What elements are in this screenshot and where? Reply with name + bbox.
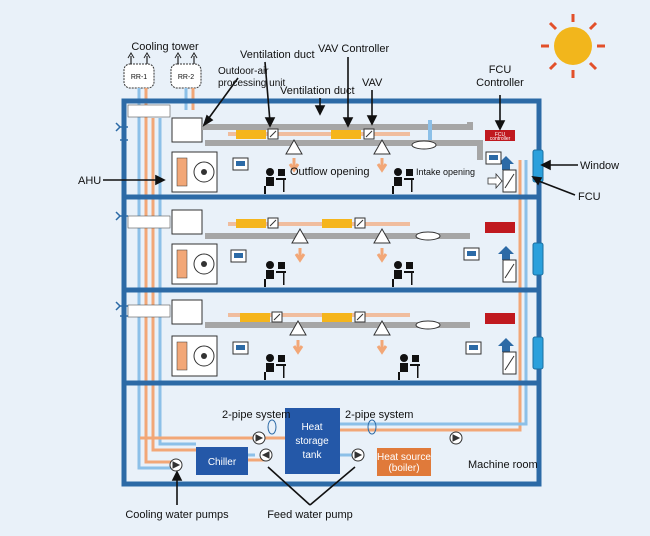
diffuser-icon <box>373 227 391 244</box>
outdoor-air-label-1: Outdoor-air <box>218 66 269 77</box>
ventilation-duct-upper <box>202 122 473 130</box>
outdoor-air-intake <box>127 215 171 229</box>
fcu-controller-label-2: Controller <box>476 77 524 89</box>
diffuser-icon <box>289 319 307 336</box>
diffuser-icon <box>373 138 391 155</box>
down-arrow-icon <box>376 340 388 355</box>
intake-opening-label: Intake opening <box>416 167 475 177</box>
ahu-unit <box>171 335 218 377</box>
diffuser-icon <box>373 319 391 336</box>
heat-source-box <box>377 448 431 476</box>
outdoor-air-intake <box>127 104 171 118</box>
pump-icon <box>169 458 183 472</box>
intake-opening <box>411 140 437 150</box>
down-arrow-icon <box>292 340 304 355</box>
floor-3 <box>115 299 517 380</box>
ahu-label: AHU <box>78 175 101 187</box>
fcu-controller-box <box>485 222 515 233</box>
person-at-desk-icon <box>264 261 286 287</box>
window-label: Window <box>580 160 619 172</box>
intake-arrow-icon <box>115 122 128 132</box>
fcu-box-label: FCU <box>495 132 506 138</box>
callout-arrows <box>103 57 578 506</box>
fcu-controller-box <box>485 313 515 324</box>
person-at-desk-icon <box>392 168 414 194</box>
pump-icon <box>252 431 266 445</box>
ventilation-duct-label-1: Ventilation duct <box>240 49 315 61</box>
heat-storage-tank <box>285 408 340 474</box>
outdoor-air-intake <box>127 304 171 318</box>
vav-controller-box <box>322 313 352 322</box>
up-arrow-icon <box>498 246 514 260</box>
vav-controller-box <box>240 313 270 322</box>
floor-2 <box>115 209 517 287</box>
heat-source-line-2: (boiler) <box>388 463 419 474</box>
building-frame <box>121 98 542 487</box>
windows <box>532 149 544 370</box>
outdoor-air-unit-box <box>171 209 203 235</box>
window-floor-2 <box>532 242 544 276</box>
floor-1: FCU controller <box>115 104 517 194</box>
machine-room: Heat storage tank Chiller Heat source (b… <box>169 408 463 476</box>
feed-water-pump-label: Feed water pump <box>267 509 353 521</box>
outflow-opening-label: Outflow opening <box>290 166 370 178</box>
fcu-controller-box <box>485 130 515 141</box>
pipe-loop-icon <box>267 419 277 435</box>
heat-source-line-1: Heat source <box>377 452 431 463</box>
two-pipe-label-right: 2-pipe system <box>345 409 413 421</box>
intake-arrow-icon <box>115 211 128 221</box>
ahu-unit <box>171 151 218 193</box>
intake-arrow-icon <box>115 301 128 311</box>
vav-controller-box <box>331 130 361 139</box>
right-arrow-icon <box>487 172 503 190</box>
outdoor-air-unit-box <box>171 117 203 143</box>
ventilation-duct-lower <box>205 140 483 160</box>
vav-controller-box <box>236 219 266 228</box>
vav-controller-box <box>236 130 266 139</box>
up-arrow-icon <box>498 338 514 352</box>
pipe-loop-icon <box>367 419 377 435</box>
down-arrow-icon <box>376 158 388 173</box>
rr2-label: RR-2 <box>178 74 194 81</box>
vav-label: VAV <box>362 77 383 89</box>
vav-controller-label: VAV Controller <box>318 43 389 55</box>
person-at-desk-icon <box>392 261 414 287</box>
person-at-desk-icon <box>264 168 286 194</box>
machine-room-label: Machine room <box>468 459 538 471</box>
sun-icon <box>541 14 605 78</box>
chiller-label: Chiller <box>208 457 237 468</box>
down-arrow-icon <box>288 158 300 173</box>
diffuser-icon <box>291 227 309 244</box>
intake-opening <box>415 231 441 241</box>
diffuser-icon <box>285 138 303 155</box>
ventilation-duct-label-2: Ventilation duct <box>280 85 355 97</box>
chiller-box <box>196 447 248 475</box>
outdoor-air-label-2: processing unit <box>218 78 285 89</box>
up-arrow-icon <box>498 156 514 170</box>
down-arrow-icon <box>294 248 306 263</box>
vav-controller-box <box>322 219 352 228</box>
person-at-desk-icon <box>398 354 420 380</box>
ahu-unit <box>171 243 218 285</box>
fcu-box-sub: controller <box>490 136 511 142</box>
pump-icon <box>259 448 273 462</box>
heat-storage-line-3: tank <box>303 450 323 461</box>
down-arrow-icon <box>376 248 388 263</box>
cooling-tower-label: Cooling tower <box>131 41 199 53</box>
cooling-water-pumps-label: Cooling water pumps <box>125 509 229 521</box>
fcu-label: FCU <box>578 191 601 203</box>
outdoor-air-unit-box <box>171 299 203 325</box>
window-floor-3 <box>532 336 544 370</box>
heat-storage-line-1: Heat <box>301 422 322 433</box>
intake-opening <box>415 320 441 330</box>
heat-storage-line-2: storage <box>295 436 329 447</box>
cooling-tower-rr1: RR-1 <box>123 52 155 89</box>
rr1-label: RR-1 <box>131 74 147 81</box>
person-at-desk-icon <box>264 354 286 380</box>
pump-icon <box>351 448 365 462</box>
two-pipe-label-left: 2-pipe system <box>222 409 290 421</box>
pump-icon <box>449 431 463 445</box>
fcu-controller-label-1: FCU <box>489 64 512 76</box>
